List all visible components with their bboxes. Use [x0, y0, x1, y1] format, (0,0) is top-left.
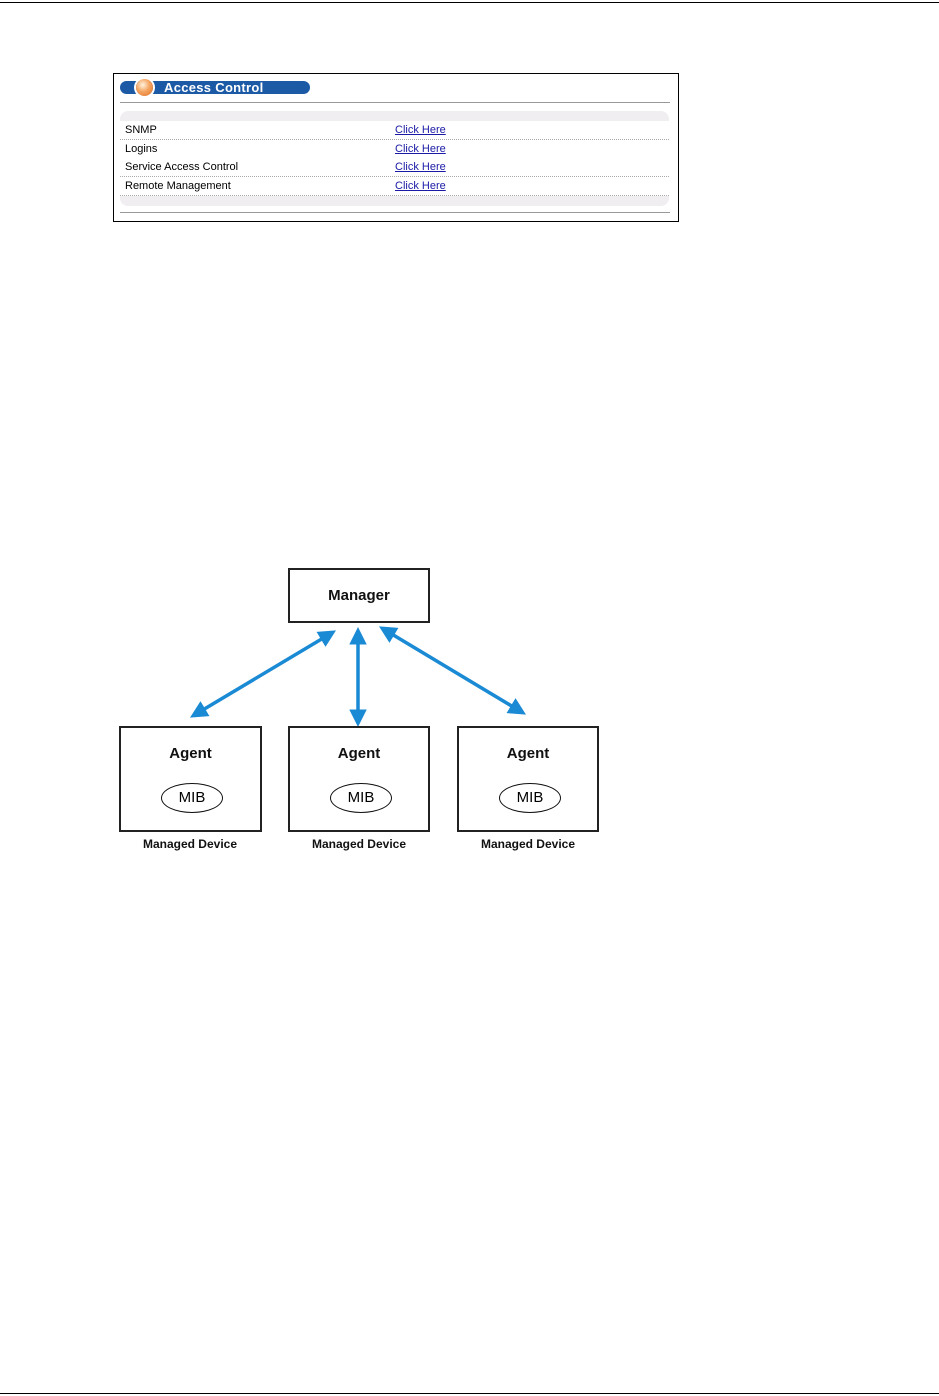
manager-box: Manager: [288, 568, 430, 623]
agent-box: Agent MIB: [288, 726, 430, 832]
row-label: SNMP: [125, 124, 157, 136]
agent-box: Agent MIB: [457, 726, 599, 832]
footer-rule: [0, 1393, 939, 1394]
agent-label: Agent: [337, 745, 381, 762]
table-row: SNMP Click Here: [120, 121, 669, 140]
title-bar: Access Control: [120, 79, 310, 96]
service-access-control-link[interactable]: Click Here: [395, 161, 446, 173]
manager-label: Manager: [328, 587, 390, 604]
header-rule: [0, 2, 939, 3]
screen-title: Access Control: [164, 80, 264, 95]
device-caption: Managed Device: [480, 837, 576, 851]
table-row: Service Access Control Click Here: [120, 158, 669, 177]
logins-link[interactable]: Click Here: [395, 143, 446, 155]
arrow-right: [378, 626, 527, 715]
divider: [120, 102, 670, 103]
mib-ellipse: MIB: [499, 783, 561, 813]
device-caption: Managed Device: [311, 837, 407, 851]
arrow-left: [189, 630, 337, 718]
table-row: Remote Management Click Here: [120, 177, 669, 196]
agent-label: Agent: [506, 745, 550, 762]
mib-ellipse: MIB: [161, 783, 223, 813]
row-label: Service Access Control: [125, 161, 239, 173]
agent-label: Agent: [169, 745, 212, 762]
remote-management-link[interactable]: Click Here: [395, 180, 446, 192]
device-caption: Managed Device: [142, 837, 238, 851]
orb-icon: [136, 79, 153, 96]
snmp-link[interactable]: Click Here: [395, 124, 446, 136]
row-label: Remote Management: [125, 180, 231, 192]
arrows: [189, 626, 527, 727]
divider: [120, 212, 670, 213]
agent-box: Agent MIB: [119, 726, 262, 832]
mib-ellipse: MIB: [330, 783, 392, 813]
row-label: Logins: [125, 143, 158, 155]
